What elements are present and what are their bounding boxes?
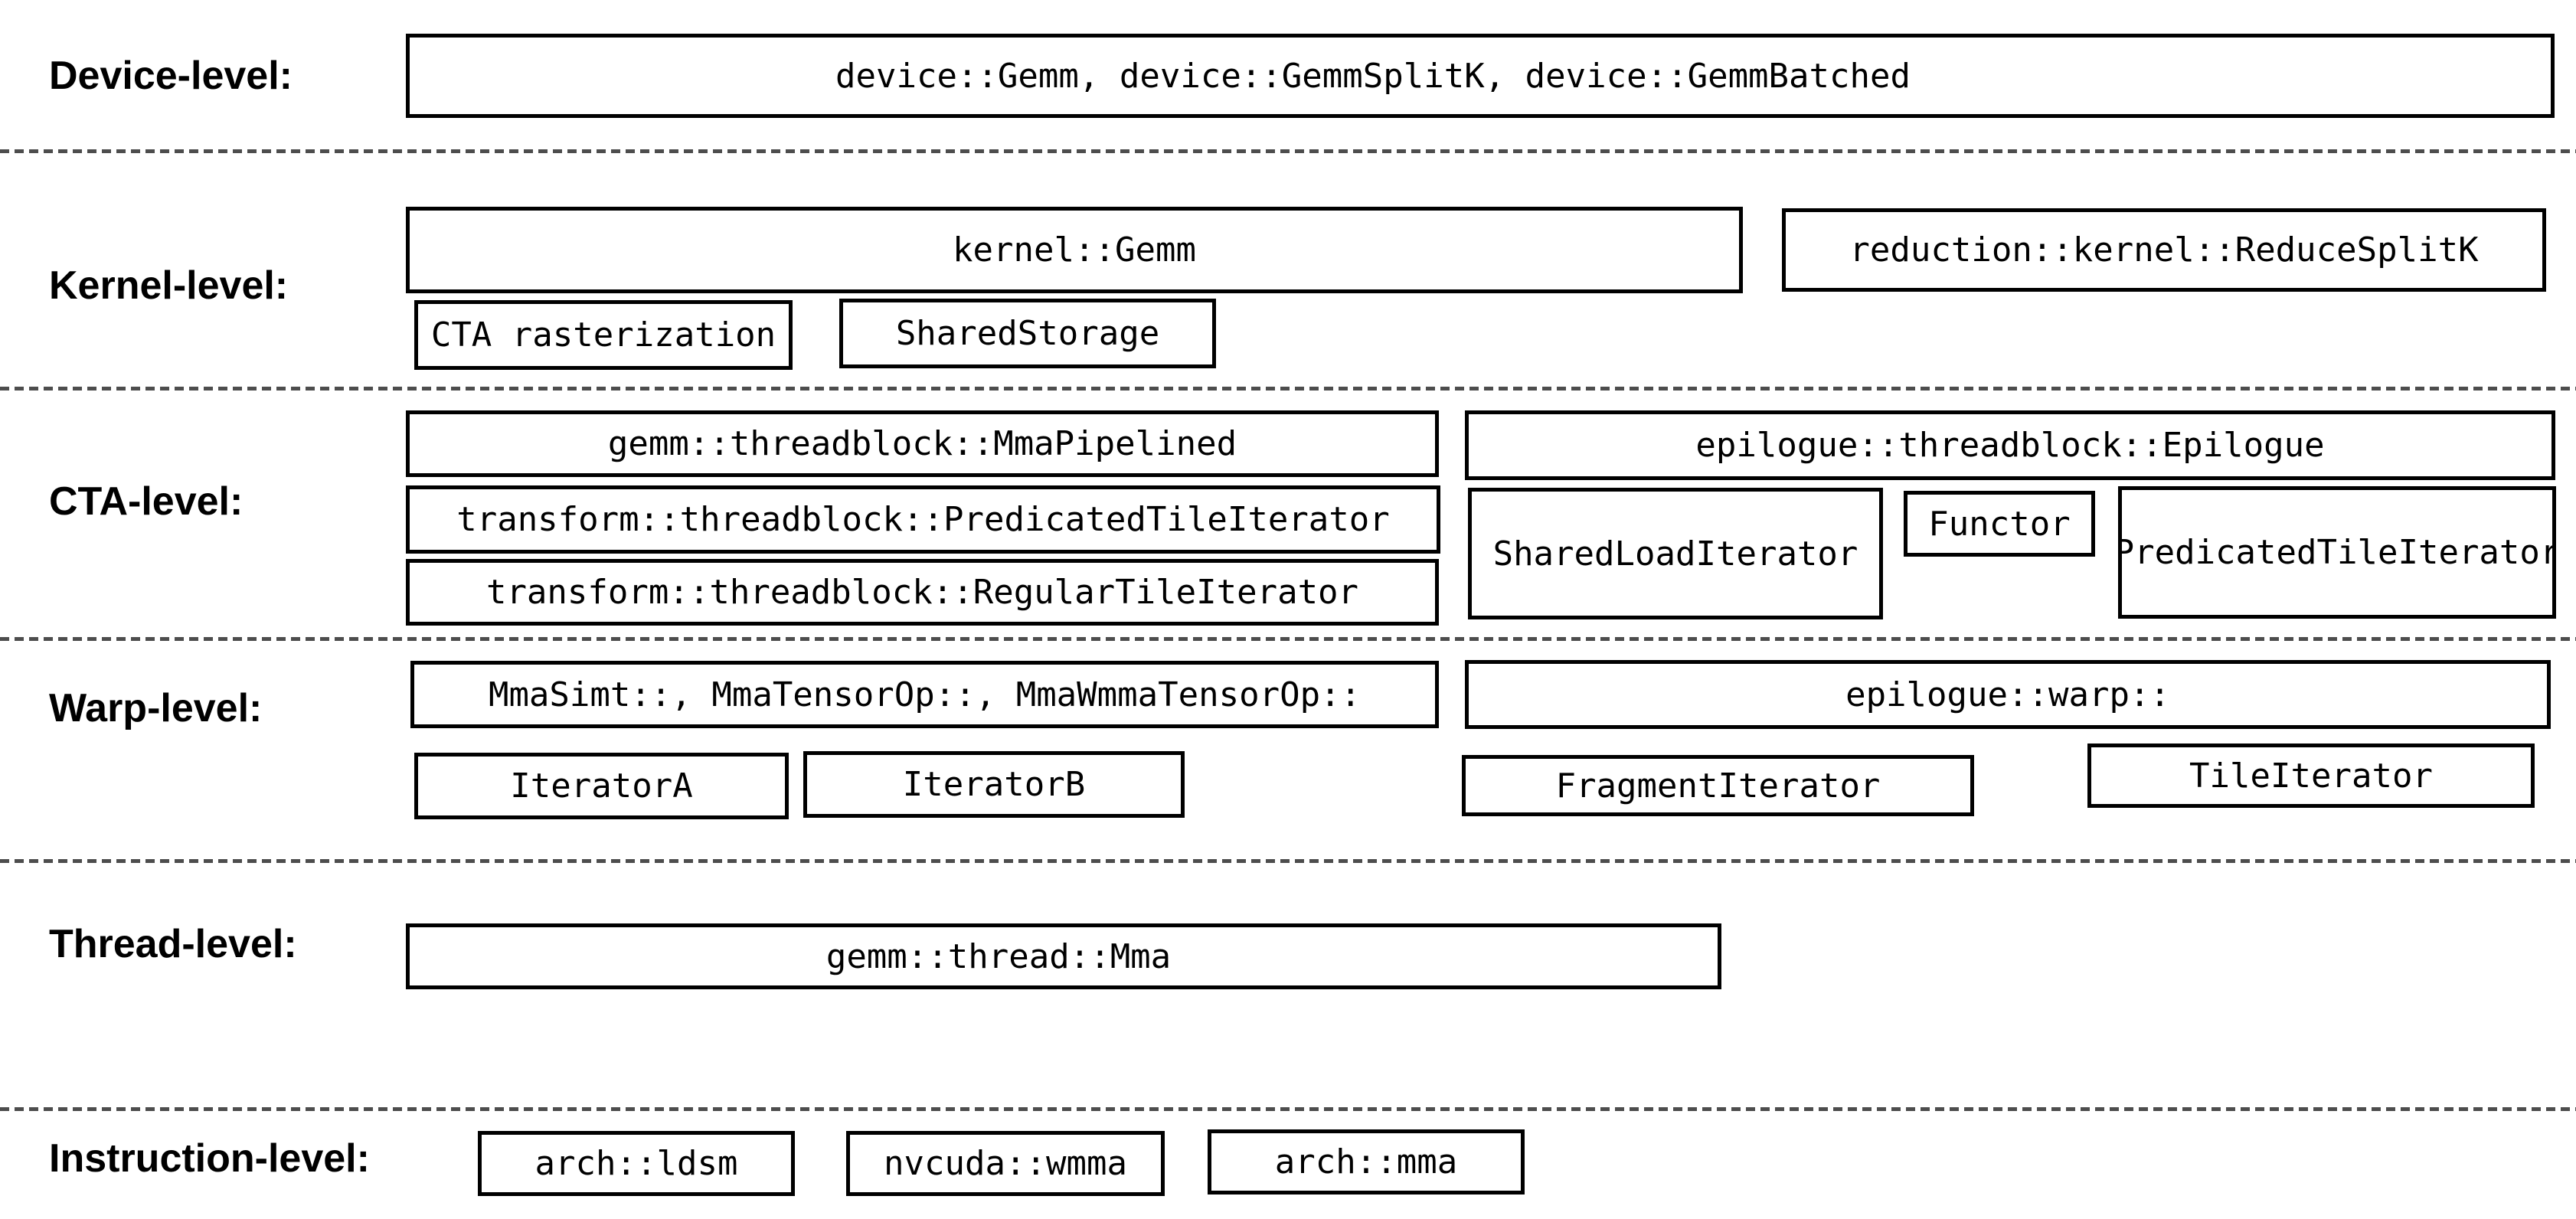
mma-simt-tensorop-box: MmaSimt::, MmaTensorOp::, MmaWmmaTensorO…: [410, 661, 1439, 728]
thread-level-label: Thread-level:: [49, 922, 297, 966]
cta-level-label: CTA-level:: [49, 479, 244, 524]
arch-mma-box: arch::mma: [1208, 1129, 1525, 1194]
separator-4: [0, 859, 2576, 863]
mma-pipelined-box: gemm::threadblock::MmaPipelined: [406, 410, 1439, 477]
separator-1: [0, 149, 2576, 153]
warp-level-label: Warp-level:: [49, 686, 263, 730]
iterator-a-box: IteratorA: [414, 753, 789, 819]
reduce-splitk-box: reduction::kernel::ReduceSplitK: [1782, 208, 2546, 292]
regular-tile-iterator-box: transform::threadblock::RegularTileItera…: [406, 559, 1439, 626]
shared-load-iterator-box: SharedLoadIterator: [1468, 488, 1883, 619]
separator-2: [0, 387, 2576, 391]
fragment-iterator-box: FragmentIterator: [1462, 755, 1974, 816]
device-gemm-box: device::Gemm, device::GemmSplitK, device…: [406, 34, 2555, 118]
arch-ldsm-box: arch::ldsm: [478, 1131, 795, 1196]
cta-rasterization-box: CTA rasterization: [414, 300, 793, 370]
separator-3: [0, 637, 2576, 641]
kernel-level-label: Kernel-level:: [49, 263, 289, 308]
instruction-level-label: Instruction-level:: [49, 1136, 370, 1181]
kernel-gemm-box: kernel::Gemm: [406, 207, 1743, 293]
device-level-label: Device-level:: [49, 54, 293, 98]
separator-5: [0, 1107, 2576, 1111]
shared-storage-box: SharedStorage: [839, 299, 1216, 368]
epilogue-threadblock-box: epilogue::threadblock::Epilogue: [1465, 410, 2555, 480]
nvcuda-wmma-box: nvcuda::wmma: [846, 1131, 1165, 1196]
functor-box: Functor: [1904, 491, 2095, 557]
epilogue-warp-box: epilogue::warp::: [1465, 660, 2551, 729]
predicated-tile-iterator-epilogue-box: PredicatedTileIterator: [2118, 486, 2556, 619]
iterator-b-box: IteratorB: [803, 751, 1185, 818]
predicated-tile-iterator-transform-box: transform::threadblock::PredicatedTileIt…: [406, 485, 1440, 554]
thread-mma-box: gemm::thread::Mma: [406, 923, 1721, 989]
tile-iterator-box: TileIterator: [2087, 743, 2535, 808]
